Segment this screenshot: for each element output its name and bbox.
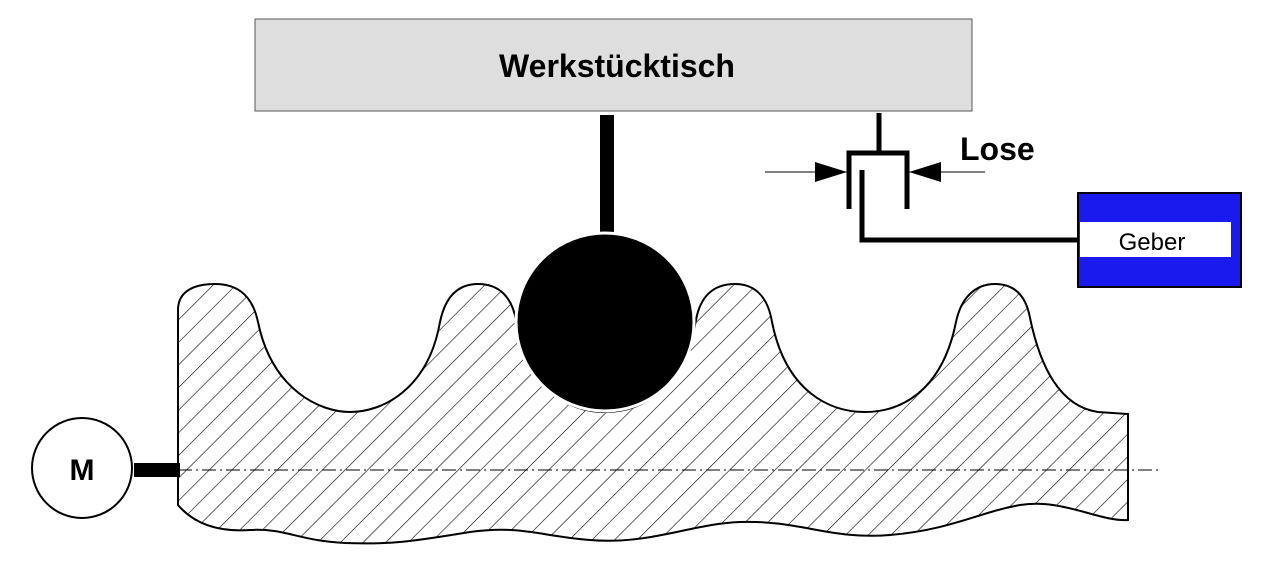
dimension-arrow-icon: [765, 162, 985, 182]
backlash-fork: [846, 150, 910, 209]
arrow-left-head: [909, 162, 941, 182]
arrow-right-head: [815, 162, 847, 182]
ball-icon: [514, 231, 696, 413]
circle-motor-icon: [31, 417, 133, 519]
workpiece-table: Werkstücktisch: [254, 18, 973, 112]
encoder-label: Geber: [1119, 229, 1186, 256]
encoder-link: [859, 170, 1080, 243]
backlash-mechanism: [846, 113, 1080, 243]
encoder: Geber: [1077, 192, 1242, 288]
encoder-label-box: [1080, 222, 1231, 257]
screw-spindle: [177, 282, 1129, 545]
motor-label: M: [70, 454, 95, 487]
table-box: [254, 18, 973, 112]
motor: M: [31, 417, 180, 519]
table-label: Werkstücktisch: [499, 48, 735, 84]
motor-shaft: [134, 463, 180, 477]
table-rod: [600, 115, 614, 240]
backlash-label: Lose: [960, 131, 1035, 167]
